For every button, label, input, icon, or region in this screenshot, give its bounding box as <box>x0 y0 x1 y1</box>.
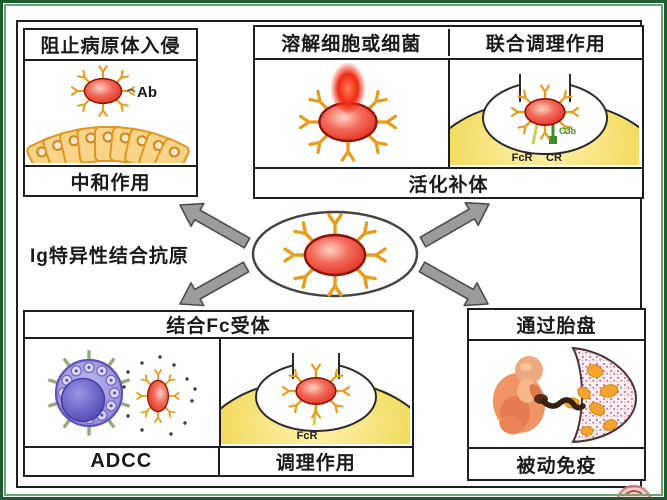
opsonization-illustration: FcR <box>221 351 410 444</box>
opsonization-label: 调理作用 <box>217 448 413 475</box>
title-lysis: 溶解细胞或细菌 <box>281 34 422 55</box>
panel-placenta-label: 被动免疫 <box>469 447 644 479</box>
cr-label: CR <box>546 152 562 164</box>
ab-label: Ab <box>137 84 157 101</box>
watermark-stamp <box>616 484 652 500</box>
nk-receptor-spikes <box>47 350 131 436</box>
panel-fc-receptor: 结合Fc受体 <box>23 310 414 477</box>
panel-placenta: 通过胎盘 被动 <box>467 308 646 481</box>
adcc-illustration <box>47 350 197 436</box>
adcc-label: ADCC <box>90 450 153 472</box>
umbilical-cord <box>540 397 586 411</box>
c3b-label: C3b <box>559 126 577 136</box>
title-joint-opsonization: 联合调理作用 <box>447 29 643 56</box>
target-pathogen <box>137 370 179 422</box>
epithelium-illustration <box>26 126 190 163</box>
fetus <box>492 356 546 435</box>
panel-complement: 溶解细胞或细菌 联合调理作用 FcR CR C3b <box>253 25 644 199</box>
fcr-label: FcR <box>511 152 532 164</box>
panel-complement-label: 活化补体 <box>255 167 642 197</box>
center-caption: Ig特异性结合抗原 <box>30 246 189 267</box>
nk-nucleus <box>60 377 106 423</box>
panel-neutralization: 阻止病原体入侵 Ab 中和作用 <box>23 28 198 197</box>
fcr-label: FcR <box>297 430 318 442</box>
cell-lysis-illustration <box>255 60 445 165</box>
pathogen-with-antibodies <box>72 66 134 116</box>
fetus-placenta-illustration <box>492 346 638 444</box>
neutralization-illustration: Ab <box>26 61 190 163</box>
panel-neutralization-label: 中和作用 <box>25 165 196 195</box>
panel-fc-receptor-title: 结合Fc受体 <box>25 312 412 339</box>
speckles <box>122 355 197 436</box>
lysis-burst <box>330 60 366 113</box>
panel-neutralization-title: 阻止病原体入侵 <box>25 30 196 61</box>
phagocyte-joint-illustration: FcR CR C3b <box>449 72 639 165</box>
panel-placenta-title: 通过胎盘 <box>469 310 644 341</box>
